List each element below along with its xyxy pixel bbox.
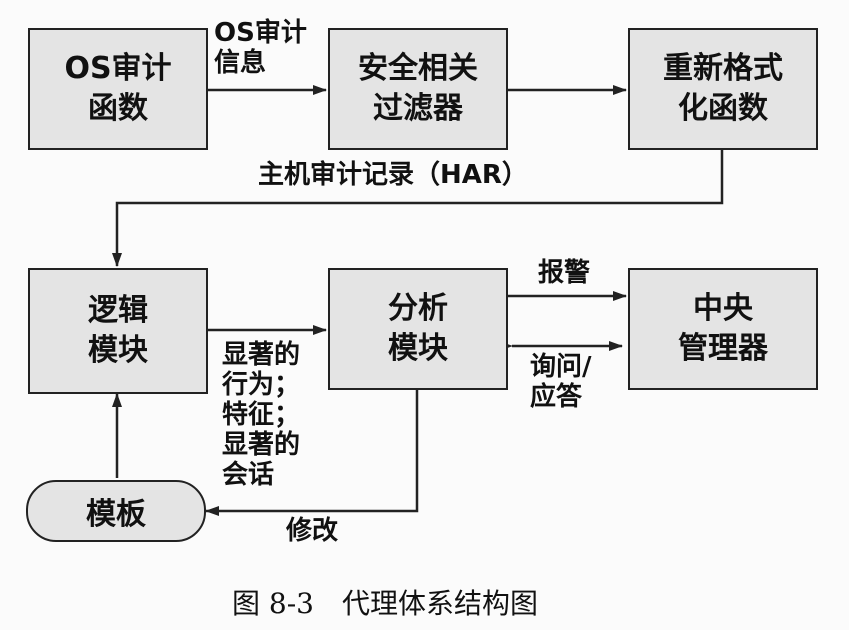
label-features: 显著的 行为； 特征； 显著的 会话 [222,340,300,490]
figure-number: 图 8-3 [232,587,314,620]
label-line: 应答 [530,382,583,412]
label-modify: 修改 [286,516,339,546]
node-label-line: 重新格式 [663,51,783,86]
node-template: 模板 [26,480,206,542]
label-line: OS审计 [214,18,307,48]
label-alarm: 报警 [538,258,591,288]
node-label-line: OS审计 [64,51,172,86]
node-os-audit-function: OS审计 函数 [28,28,208,150]
node-reformat-function: 重新格式 化函数 [628,28,818,150]
label-line: 显著的 [222,340,301,370]
label-line: 特征； [222,400,301,430]
node-label-line: 函数 [88,91,148,126]
edge-har [112,150,724,267]
node-analysis-module: 分析 模块 [328,268,508,390]
node-label-line: 管理器 [678,331,768,366]
node-label-line: 化函数 [678,91,768,126]
node-label-line: 分析 [388,291,448,326]
label-os-audit-info: OS审计 信息 [214,18,307,78]
node-label-line: 过滤器 [373,91,463,126]
label-line: 显著的 [222,430,301,460]
label-line: 询问/ [530,352,592,382]
figure-title: 代理体系结构图 [342,587,539,620]
label-line: 会话 [222,460,275,490]
figure-caption: 图 8-3 代理体系结构图 [232,582,538,622]
node-security-filter: 安全相关 过滤器 [328,28,508,150]
label-query-reply: 询问/ 应答 [530,352,592,412]
label-line: 行为； [222,370,301,400]
node-logic-module: 逻辑 模块 [28,268,208,394]
node-label-line: 模块 [88,333,148,368]
node-label-line: 中央 [693,291,753,326]
node-label-line: 模板 [86,497,146,532]
label-har: 主机审计记录（HAR） [258,160,528,190]
node-label-line: 模块 [388,331,448,366]
node-label-line: 逻辑 [88,293,148,328]
label-line: 信息 [214,48,267,78]
node-central-manager: 中央 管理器 [628,268,818,390]
node-label-line: 安全相关 [358,51,478,86]
edge-modify [205,390,419,516]
